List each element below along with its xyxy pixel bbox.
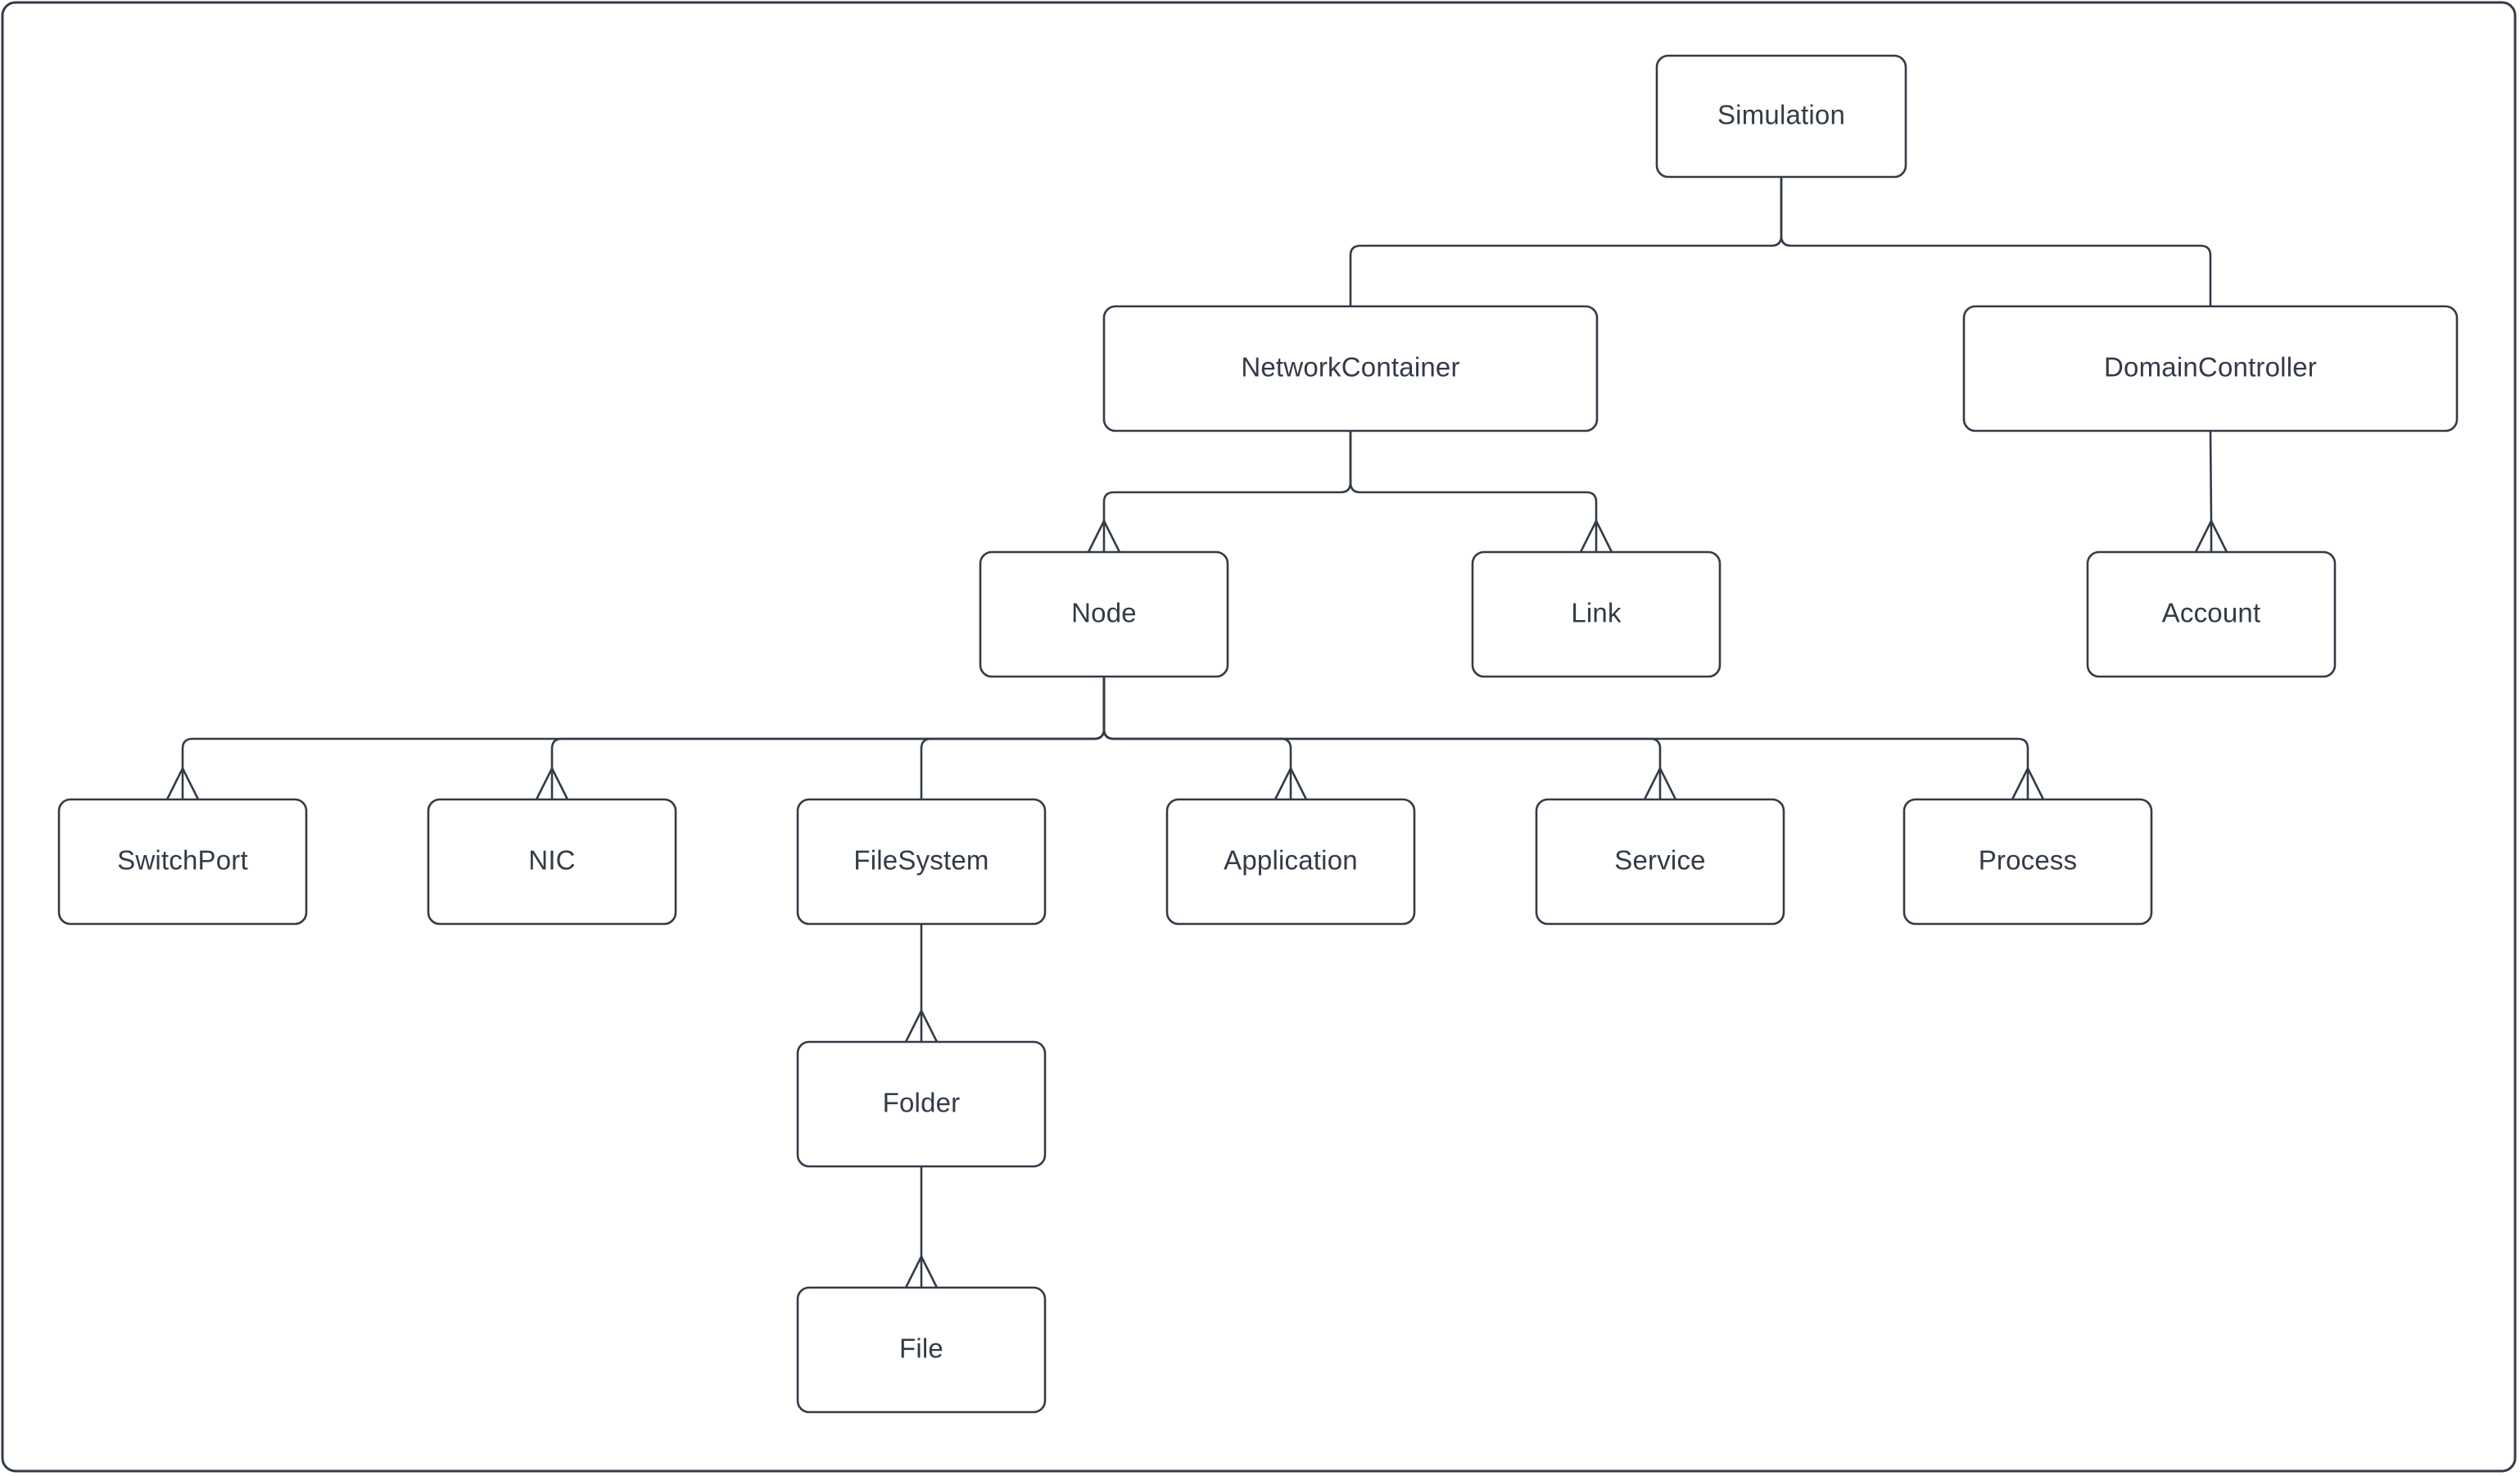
class-box-service[interactable]: [1535, 798, 1785, 926]
class-label-networkcontainer: NetworkContainer: [1241, 352, 1459, 383]
class-box-switchport[interactable]: [57, 798, 308, 926]
class-label-service: Service: [1614, 845, 1705, 876]
class-label-nic: NIC: [528, 845, 575, 876]
class-label-simulation: Simulation: [1717, 100, 1845, 130]
class-node-filesystem[interactable]: FileSystem: [796, 798, 1047, 926]
class-label-process: Process: [1979, 845, 2078, 876]
class-label-application: Application: [1224, 845, 1358, 876]
class-label-domaincontroller: DomainController: [2104, 352, 2317, 383]
class-node-node[interactable]: Node: [979, 550, 1229, 678]
class-box-simulation[interactable]: [1655, 54, 1907, 179]
class-box-node[interactable]: [979, 550, 1229, 678]
class-box-application[interactable]: [1165, 798, 1416, 926]
class-label-file: File: [899, 1333, 943, 1364]
class-node-process[interactable]: Process: [1902, 798, 2153, 926]
class-box-domaincontroller[interactable]: [1962, 305, 2459, 432]
class-box-nic[interactable]: [427, 798, 677, 926]
class-node-nic[interactable]: NIC: [427, 798, 677, 926]
edge-networkcontainer-to-link: [1349, 431, 1598, 521]
class-node-application[interactable]: Application: [1165, 798, 1416, 926]
class-label-switchport: SwitchPort: [117, 845, 248, 876]
class-node-link[interactable]: Link: [1471, 550, 1721, 678]
class-node-account[interactable]: Account: [2086, 550, 2337, 678]
class-box-link[interactable]: [1471, 550, 1721, 678]
edge-layer: [165, 177, 2228, 1288]
class-label-folder: Folder: [883, 1088, 961, 1118]
class-box-networkcontainer[interactable]: [1102, 305, 1599, 432]
class-box-file[interactable]: [796, 1286, 1047, 1414]
class-node-service[interactable]: Service: [1535, 798, 1785, 926]
class-box-filesystem[interactable]: [796, 798, 1047, 926]
class-node-folder[interactable]: Folder: [796, 1040, 1047, 1168]
class-node-switchport[interactable]: SwitchPort: [57, 798, 308, 926]
class-node-networkcontainer[interactable]: NetworkContainer: [1102, 305, 1599, 432]
class-node-simulation[interactable]: Simulation: [1655, 54, 1907, 179]
class-box-account[interactable]: [2086, 550, 2337, 678]
class-label-node: Node: [1071, 598, 1137, 628]
edge-simulation-to-domaincontroller: [1780, 177, 2212, 306]
class-box-folder[interactable]: [796, 1040, 1047, 1168]
class-node-domaincontroller[interactable]: DomainController: [1962, 305, 2459, 432]
edge-node-to-process: [1102, 677, 2029, 768]
class-label-account: Account: [2162, 598, 2261, 628]
class-label-filesystem: FileSystem: [853, 845, 989, 876]
class-box-process[interactable]: [1902, 798, 2153, 926]
class-node-file[interactable]: File: [796, 1286, 1047, 1414]
class-label-link: Link: [1571, 598, 1622, 628]
edge-domaincontroller-to-account: [2209, 430, 2213, 522]
